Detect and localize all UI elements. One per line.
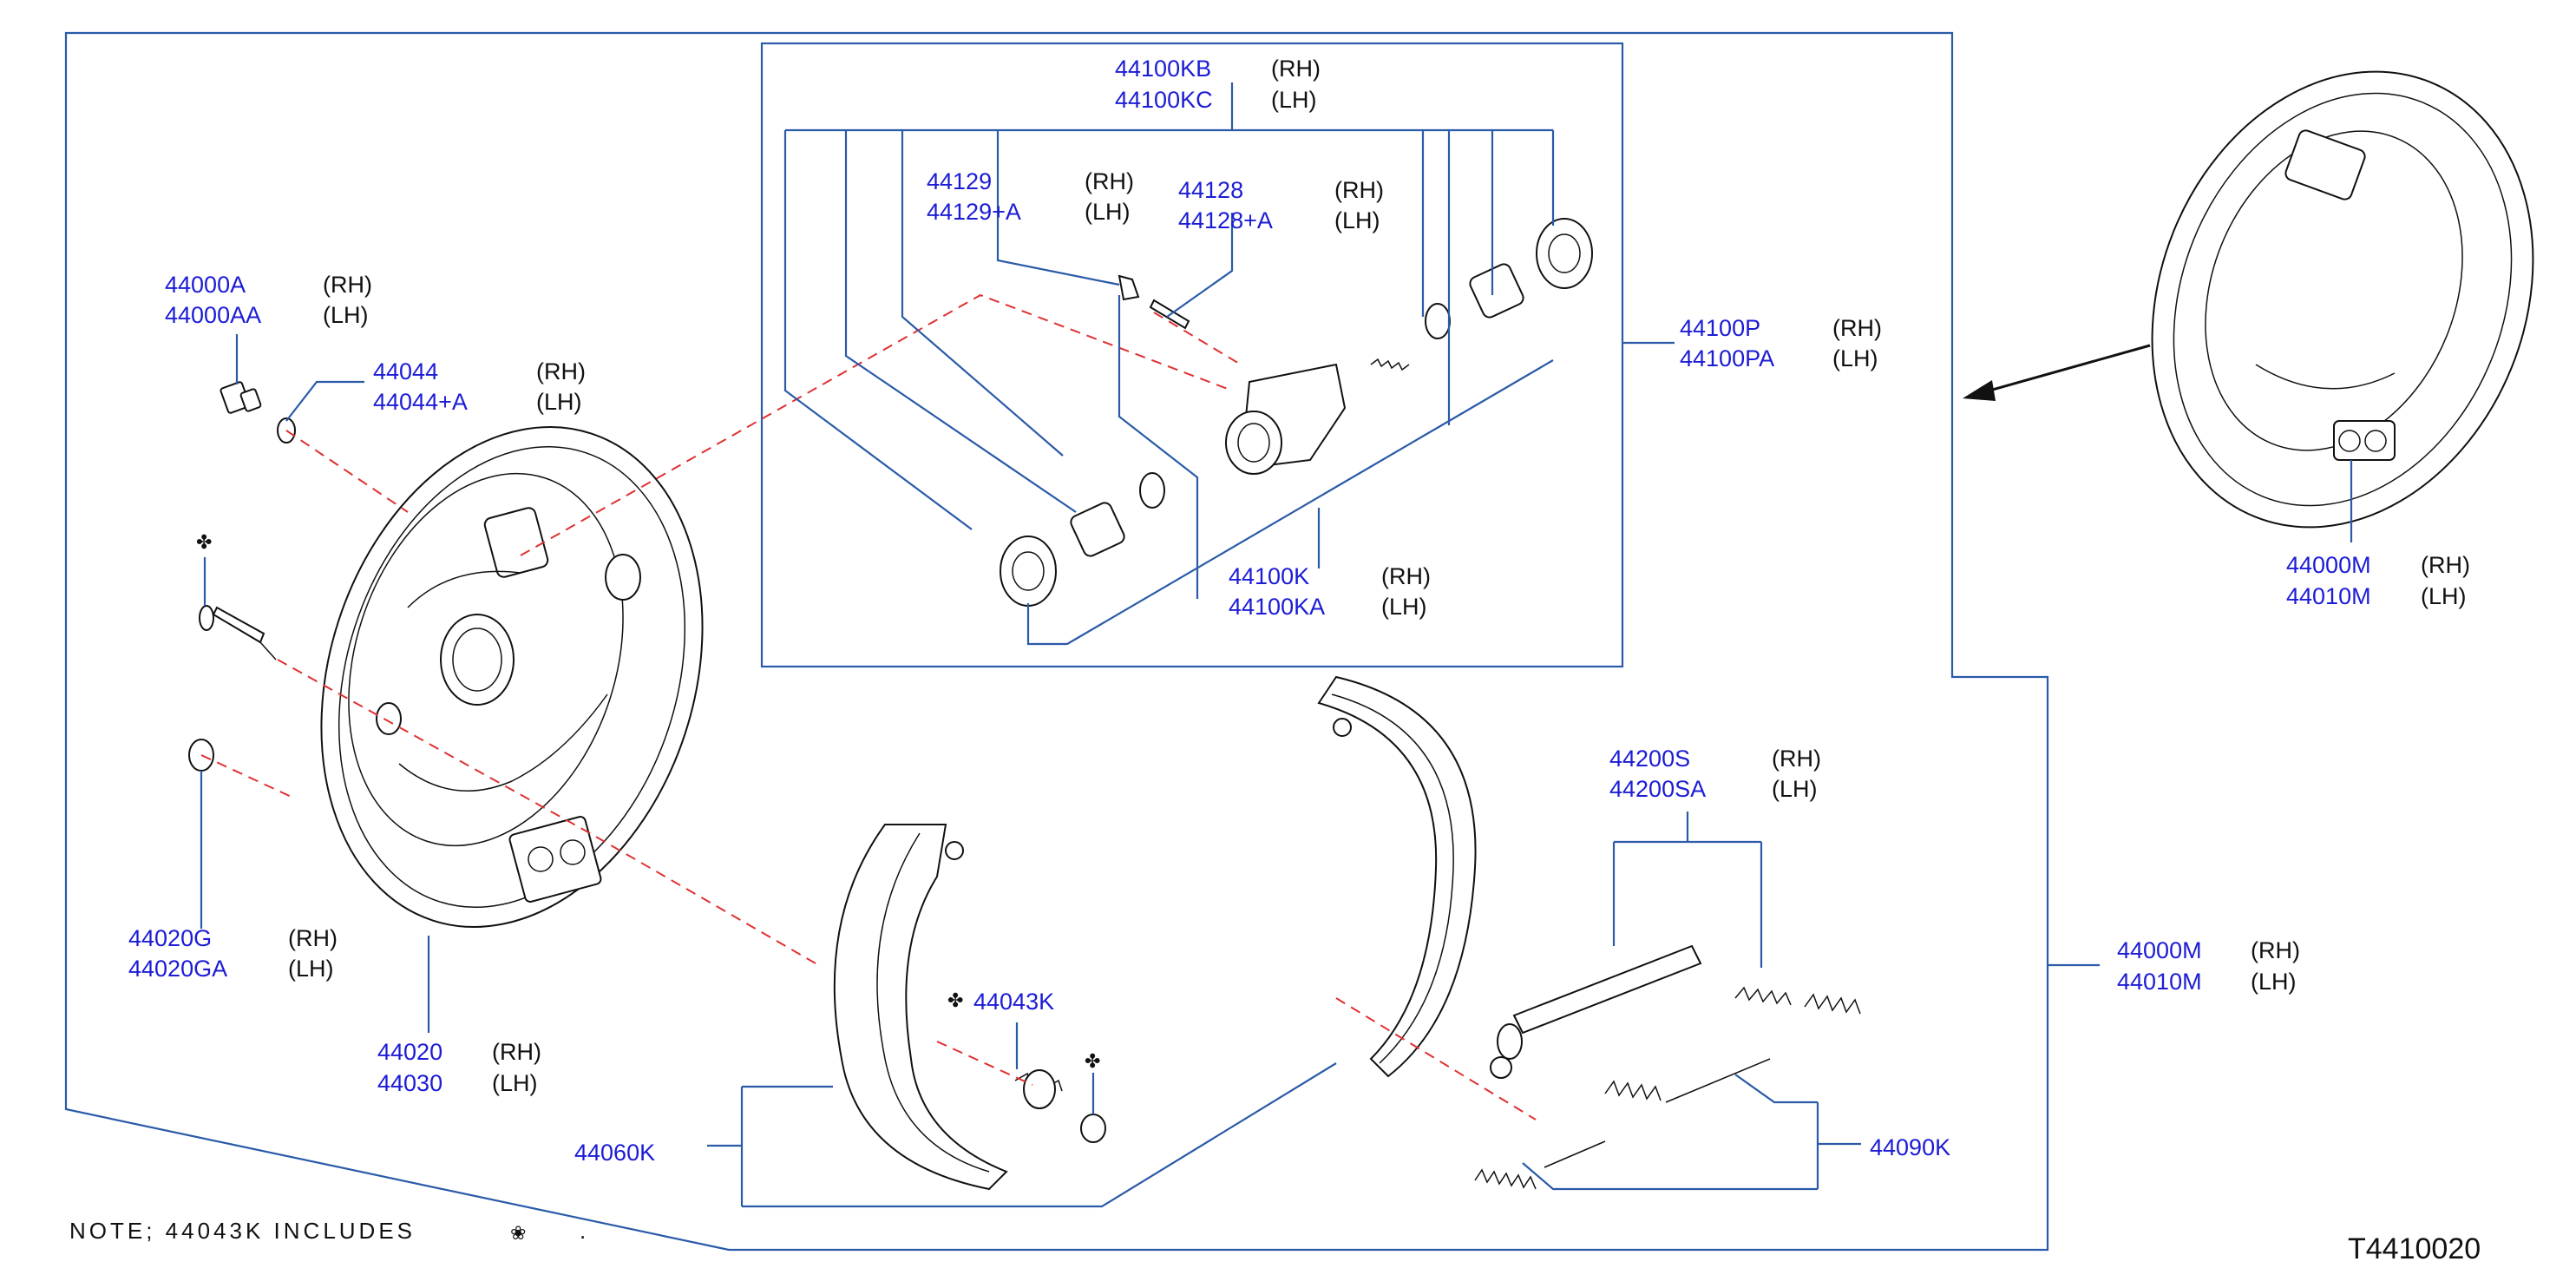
back-plate-illustration xyxy=(320,426,704,928)
svg-text:(LH): (LH) xyxy=(1772,776,1818,802)
svg-text:(LH): (LH) xyxy=(323,302,369,328)
callout-44100KB: 44100KB 44100KC (RH) (LH) xyxy=(1115,56,1321,113)
stud-illustration xyxy=(199,605,277,660)
svg-text:44030: 44030 xyxy=(377,1070,442,1096)
svg-text:(RH): (RH) xyxy=(536,358,586,384)
star-asterisk-icon: ✤ xyxy=(1085,1051,1100,1073)
brake-shoe-left-illustration xyxy=(833,824,1008,1191)
svg-text:44000AA: 44000AA xyxy=(165,302,261,328)
svg-text:(RH): (RH) xyxy=(2421,552,2470,578)
svg-text:44020GA: 44020GA xyxy=(128,956,227,982)
svg-text:(RH): (RH) xyxy=(1381,563,1431,589)
complete-brake-assembly-illustration xyxy=(2151,70,2534,529)
svg-text:44000M: 44000M xyxy=(2286,552,2371,578)
svg-text:44000M: 44000M xyxy=(2117,937,2202,963)
svg-text:44044+A: 44044+A xyxy=(373,389,468,415)
star-asterisk-icon: ✤ xyxy=(947,990,963,1012)
callout-44129: 44129 44129+A (RH) (LH) xyxy=(927,168,1134,225)
callout-44000A: 44000A 44000AA (RH) (LH) xyxy=(165,272,372,328)
svg-text:44100KC: 44100KC xyxy=(1115,87,1213,113)
svg-text:44020: 44020 xyxy=(377,1039,442,1065)
springs-illustration xyxy=(1474,986,1861,1190)
star-asterisk-icon: ❀ xyxy=(510,1223,526,1245)
alignment-dashed-lines xyxy=(200,293,1537,1120)
hold-spring-illustration xyxy=(1014,1069,1106,1143)
star-asterisk-icon: ✤ xyxy=(196,532,212,554)
assembly-boundary xyxy=(64,31,2049,1252)
svg-text:(LH): (LH) xyxy=(1271,87,1317,113)
svg-text:44010M: 44010M xyxy=(2286,583,2371,609)
svg-text:44100PA: 44100PA xyxy=(1680,345,1774,371)
wheel-cylinder-box xyxy=(760,42,1624,668)
svg-text:(RH): (RH) xyxy=(1085,168,1134,194)
mount-bolt-illustration xyxy=(220,381,262,414)
svg-text:(RH): (RH) xyxy=(288,925,338,951)
svg-text:44100P: 44100P xyxy=(1680,315,1760,341)
svg-text:44100K: 44100K xyxy=(1229,563,1309,589)
svg-text:44100KB: 44100KB xyxy=(1115,56,1211,82)
svg-text:44100KA: 44100KA xyxy=(1229,594,1325,620)
svg-text:44000A: 44000A xyxy=(165,272,246,298)
callout-44090K: 44090K xyxy=(1870,1134,1950,1160)
svg-text:(RH): (RH) xyxy=(323,272,372,298)
callout-44060K: 44060K xyxy=(574,1140,655,1166)
svg-text:(LH): (LH) xyxy=(1085,199,1131,225)
svg-text:(LH): (LH) xyxy=(1381,594,1427,620)
callout-44128: 44128 44128+A (RH) (LH) xyxy=(1178,177,1384,233)
svg-text:44128: 44128 xyxy=(1178,177,1243,203)
svg-text:(RH): (RH) xyxy=(492,1039,541,1065)
svg-text:(LH): (LH) xyxy=(288,956,334,982)
svg-text:44200S: 44200S xyxy=(1609,746,1690,772)
svg-text:(LH): (LH) xyxy=(1832,345,1878,371)
note: NOTE; 44043K INCLUDES ❀ . xyxy=(69,1218,589,1245)
arrow-head-icon xyxy=(1963,380,1996,401)
svg-text:44200SA: 44200SA xyxy=(1609,776,1706,802)
svg-text:44129: 44129 xyxy=(927,168,992,194)
svg-text:NOTE; 44043K INCLUDES: NOTE; 44043K INCLUDES xyxy=(69,1218,416,1244)
svg-text:(LH): (LH) xyxy=(492,1070,538,1096)
svg-text:(RH): (RH) xyxy=(1271,56,1321,82)
leader-lines xyxy=(200,82,2353,1208)
callout-44100P: 44100P 44100PA (RH) (LH) xyxy=(1680,315,1882,371)
svg-text:(RH): (RH) xyxy=(1772,746,1821,772)
callout-44043K: 44043K xyxy=(973,989,1054,1015)
svg-text:(LH): (LH) xyxy=(536,389,582,415)
svg-text:44020G: 44020G xyxy=(128,925,212,951)
svg-text:(LH): (LH) xyxy=(1334,207,1380,233)
callout-44020: 44020 44030 (RH) (LH) xyxy=(377,1039,541,1096)
callout-44000M-main: 44000M 44010M (RH) (LH) xyxy=(2117,937,2300,995)
svg-text:44128+A: 44128+A xyxy=(1178,207,1273,233)
svg-text:(RH): (RH) xyxy=(1334,177,1384,203)
arrow-line xyxy=(1973,344,2151,397)
svg-text:44044: 44044 xyxy=(373,358,438,384)
callout-44044: 44044 44044+A (RH) (LH) xyxy=(373,358,586,415)
callout-44020G: 44020G 44020GA (RH) (LH) xyxy=(128,925,338,982)
diagram-code: T4410020 xyxy=(2348,1232,2481,1265)
svg-text:44129+A: 44129+A xyxy=(927,199,1021,225)
callout-44100K: 44100K 44100KA (RH) (LH) xyxy=(1229,563,1431,620)
callout-44200S: 44200S 44200SA (RH) (LH) xyxy=(1609,746,1821,802)
svg-text:(RH): (RH) xyxy=(2251,937,2300,963)
svg-text:.: . xyxy=(580,1218,589,1244)
svg-text:(LH): (LH) xyxy=(2421,583,2467,609)
brake-shoe-right-illustration xyxy=(1317,675,1477,1078)
svg-text:(RH): (RH) xyxy=(1832,315,1882,341)
adjuster-illustration xyxy=(1490,944,1702,1079)
callout-44000M-top: 44000M 44010M (RH) (LH) xyxy=(2286,552,2470,609)
svg-text:44010M: 44010M xyxy=(2117,969,2202,995)
wheel-cylinder-parts xyxy=(1000,218,1593,607)
svg-text:(LH): (LH) xyxy=(2251,969,2297,995)
